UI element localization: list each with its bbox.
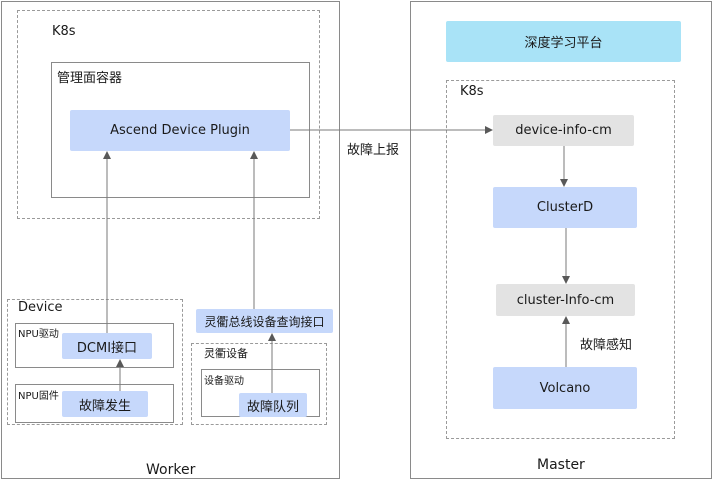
master-k8s-box (446, 80, 675, 439)
worker-k8s-label: K8s (52, 24, 76, 39)
management-container-label: 管理面容器 (57, 71, 123, 86)
device-driver-label: 设备驱动 (204, 376, 244, 387)
master-k8s-label: K8s (460, 84, 484, 99)
device-title: Device (18, 300, 63, 315)
worker-panel (1, 1, 340, 479)
worker-k8s-box (17, 10, 320, 219)
lingqu-query-interface-node: 灵衢总线设备查询接口 (196, 309, 333, 333)
cluster-info-cm-node: cluster-Info-cm (496, 284, 635, 316)
device-box (7, 299, 183, 425)
dcmi-interface-node: DCMI接口 (62, 333, 152, 359)
volcano-node: Volcano (493, 367, 637, 409)
npu-firmware-label: NPU固件 (18, 391, 59, 402)
npu-driver-box (15, 323, 174, 368)
device-info-cm-node: device-info-cm (493, 115, 634, 146)
fault-report-label: 故障上报 (347, 143, 400, 158)
lingqu-device-title: 灵衢设备 (204, 347, 248, 360)
master-title: Master (537, 457, 585, 473)
fault-queue-node: 故障队列 (239, 393, 307, 417)
ascend-device-plugin-node: Ascend Device Plugin (70, 110, 290, 151)
fault-sense-label: 故障感知 (580, 338, 633, 353)
clusterd-node: ClusterD (493, 187, 637, 228)
lingqu-device-box (191, 343, 327, 425)
deep-learning-platform-node: 深度学习平台 (446, 21, 681, 62)
npu-driver-label: NPU驱动 (18, 329, 59, 340)
master-panel (410, 1, 712, 479)
worker-title: Worker (146, 462, 196, 478)
npu-firmware-box (15, 384, 174, 423)
fault-occur-node: 故障发生 (62, 391, 148, 417)
